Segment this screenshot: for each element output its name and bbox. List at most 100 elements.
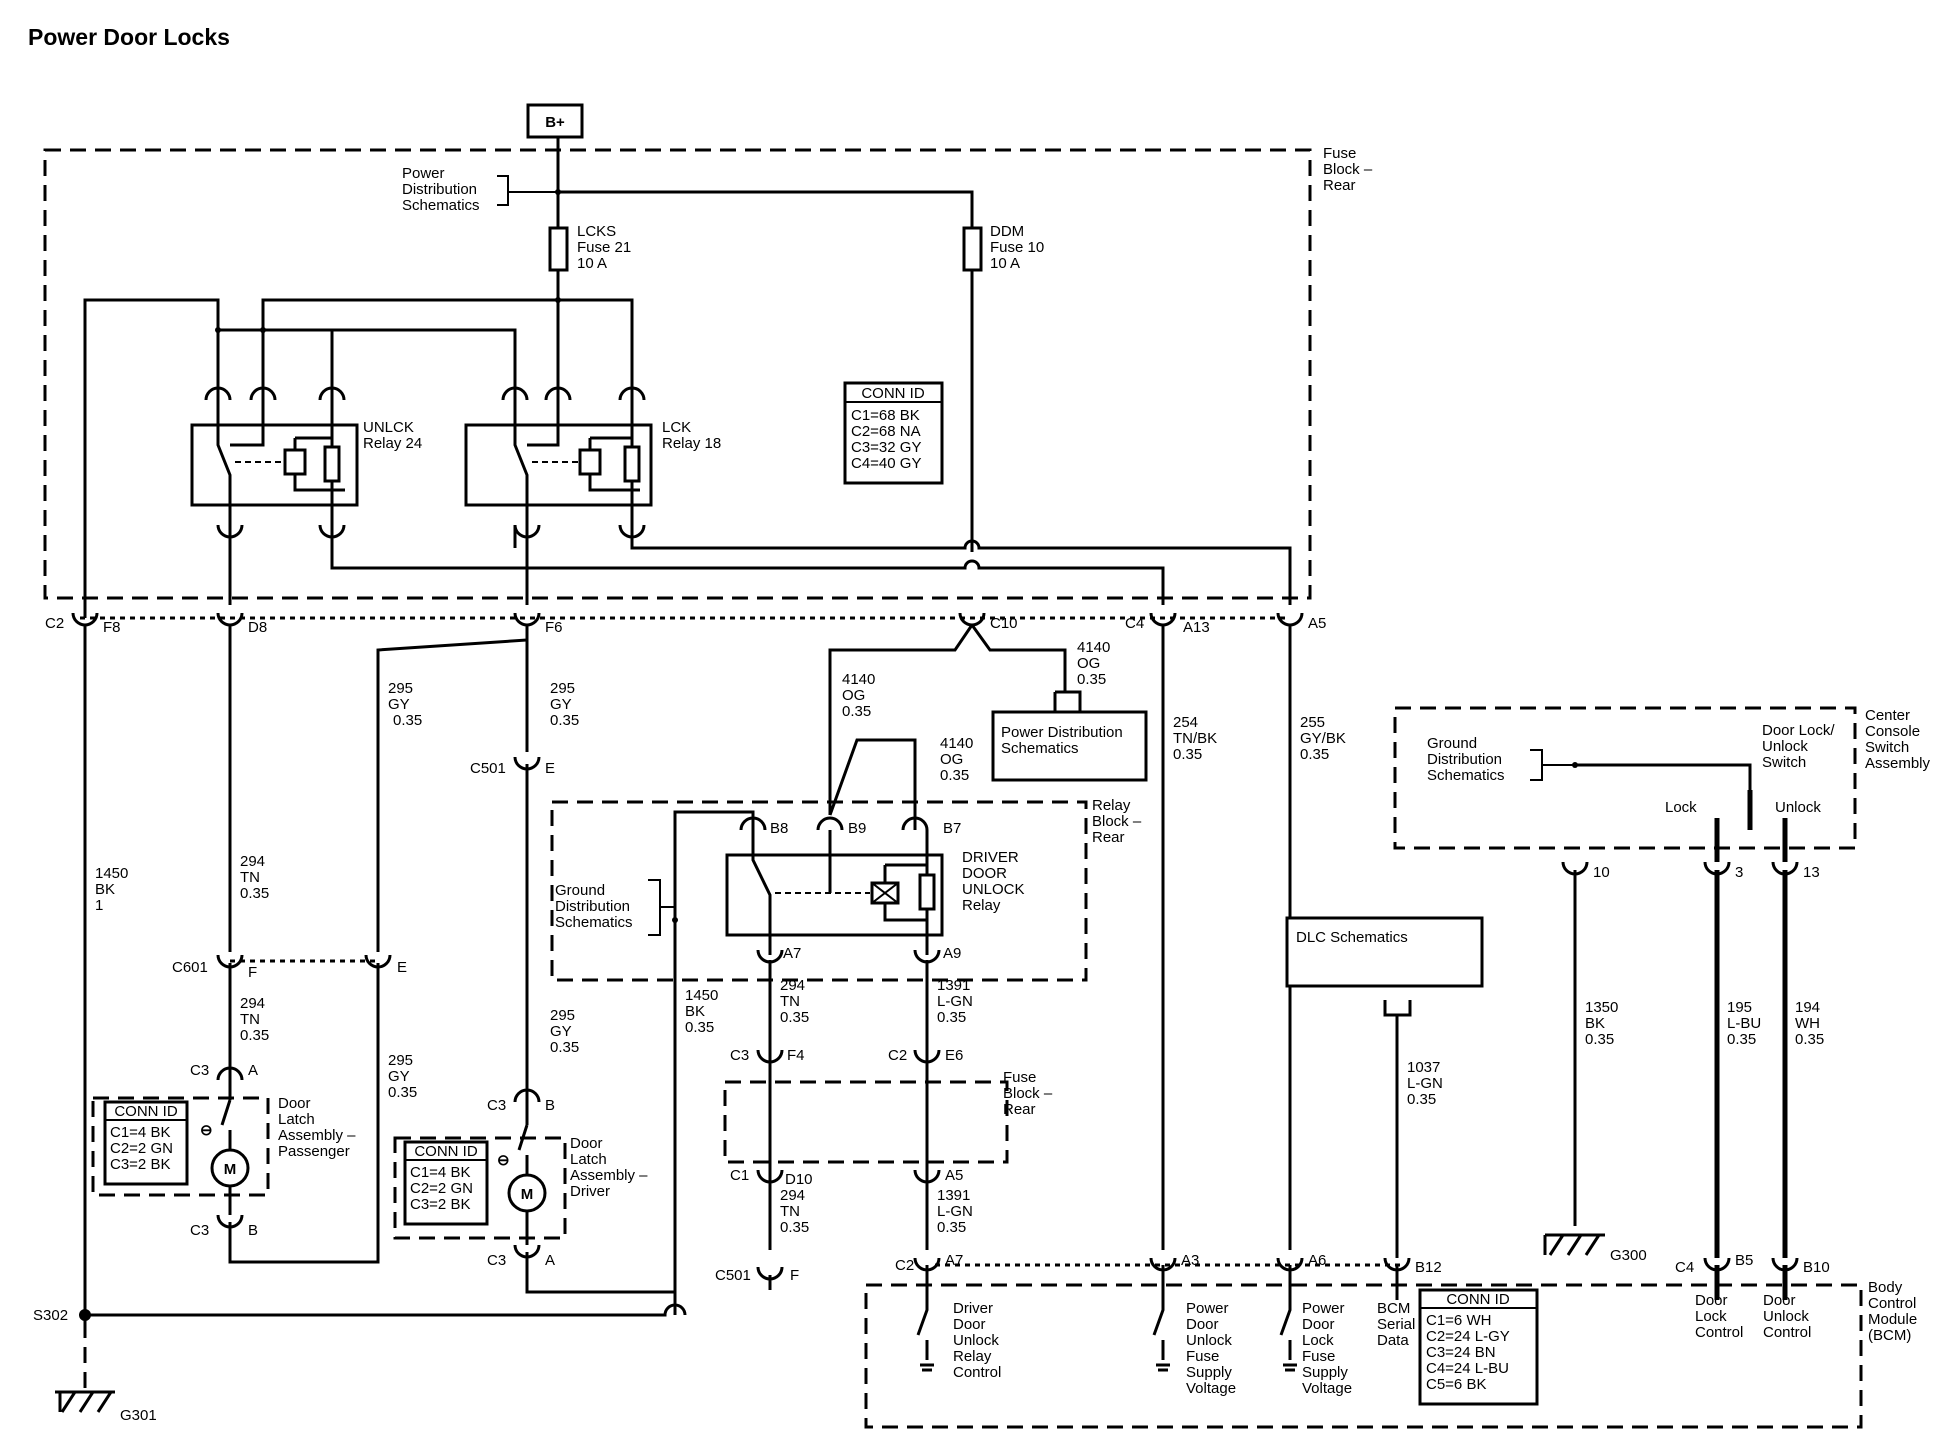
svg-text:B: B (248, 1222, 258, 1239)
svg-text:F6: F6 (545, 619, 563, 636)
ground-dist-right-bracket (1530, 749, 1575, 781)
svg-text:Serial: Serial (1377, 1316, 1415, 1333)
svg-text:0.35: 0.35 (780, 1219, 809, 1236)
power-distribution-box-line1: Power Distribution (1001, 724, 1123, 741)
svg-text:C3: C3 (190, 1222, 209, 1239)
svg-text:Relay 24: Relay 24 (363, 435, 422, 452)
svg-text:A: A (545, 1252, 555, 1269)
svg-text:Block –: Block – (1092, 813, 1142, 830)
svg-text:Unlock: Unlock (1186, 1332, 1232, 1349)
fuse-ddm-symbol (962, 226, 983, 272)
bcm-internal-contacts (916, 1265, 1788, 1372)
label-294-tn-top: 294 TN 0.35 (240, 853, 269, 902)
svg-text:Assembly –: Assembly – (570, 1167, 648, 1184)
svg-text:E6: E6 (945, 1047, 963, 1064)
s302-splice (79, 1309, 91, 1321)
pd-box-connector (1053, 690, 1082, 712)
power-distribution-box (991, 710, 1148, 782)
label-294-tn-c601: 294 TN 0.35 (240, 995, 269, 1044)
label-4140-og-right: 4140 OG 0.35 (1077, 639, 1110, 688)
svg-text:Unlock: Unlock (1763, 1308, 1809, 1325)
svg-text:0.35: 0.35 (1077, 671, 1106, 688)
splice-switch-ground (1572, 762, 1578, 768)
bcm-unlock-control-label: Door Unlock Control (1763, 1292, 1811, 1341)
svg-text:Driver: Driver (953, 1300, 993, 1317)
conn-id-fuse-block: CONN ID C1=68 BK C2=68 NA C3=32 GY C4=40… (843, 381, 944, 485)
svg-text:GY: GY (388, 1068, 410, 1085)
svg-text:DOOR: DOOR (962, 865, 1007, 882)
svg-text:0.35: 0.35 (842, 703, 871, 720)
svg-text:L-BU: L-BU (1727, 1015, 1761, 1032)
svg-text:1391: 1391 (937, 1187, 970, 1204)
svg-text:Data: Data (1377, 1332, 1409, 1349)
bcm-serial-data-label: BCM Serial Data (1377, 1300, 1415, 1349)
svg-text:Passenger: Passenger (278, 1143, 350, 1160)
c501-e-label: E (545, 760, 555, 777)
svg-text:Fuse 21: Fuse 21 (577, 239, 631, 256)
svg-text:Door: Door (1763, 1292, 1796, 1309)
s302-label: S302 (33, 1307, 68, 1324)
svg-text:Door: Door (1695, 1292, 1728, 1309)
label-1391-lgn-a9: 1391 L-GN 0.35 (937, 977, 973, 1026)
unlock-label: Unlock (1775, 799, 1821, 816)
svg-text:A13: A13 (1183, 619, 1210, 636)
label-295-gy-left: 295 GY 0.35 (388, 680, 422, 729)
relay-unlck-label: UNLCK Relay 24 (363, 419, 422, 452)
wire-4140-og-mid (828, 738, 917, 830)
conn-id-bcm: CONN ID C1=6 WH C2=24 L-GY C3=24 BN C4=2… (1418, 1288, 1539, 1406)
fuse-lcks-symbol (548, 226, 569, 272)
svg-text:LCK: LCK (662, 419, 691, 436)
label-194-wh: 194 WH 0.35 (1795, 999, 1824, 1048)
svg-text:B8: B8 (770, 820, 788, 837)
svg-text:Latch: Latch (278, 1111, 315, 1128)
b-plus-label: B+ (545, 114, 565, 131)
fb-connector-row: C2 F8 D8 F6 C10 C4 A13 A5 (45, 612, 1326, 636)
passenger-latch-label: Door Latch Assembly – Passenger (278, 1095, 356, 1160)
label-1391-lgn-a5: 1391 L-GN 0.35 (937, 1187, 973, 1236)
svg-text:A3: A3 (1181, 1252, 1199, 1269)
svg-text:Fuse 10: Fuse 10 (990, 239, 1044, 256)
a13-wire (330, 525, 1165, 605)
svg-text:TN: TN (240, 1011, 260, 1028)
wire-1037-lgn (1383, 1000, 1412, 1258)
svg-text:Voltage: Voltage (1302, 1380, 1352, 1397)
label-1037-lgn: 1037 L-GN 0.35 (1407, 1059, 1443, 1108)
svg-text:OG: OG (842, 687, 865, 704)
svg-text:⊖: ⊖ (497, 1152, 510, 1169)
splice-lcks (555, 297, 561, 303)
svg-text:Power: Power (1302, 1300, 1345, 1317)
svg-text:F8: F8 (103, 619, 121, 636)
svg-text:A7: A7 (783, 945, 801, 962)
svg-text:WH: WH (1795, 1015, 1820, 1032)
svg-text:0.35: 0.35 (937, 1219, 966, 1236)
svg-text:Block –: Block – (1003, 1085, 1053, 1102)
ground-bus-wire (83, 298, 220, 618)
driver-door-unlock-relay (725, 816, 944, 955)
passenger-door-latch: M ⊖ (200, 1066, 250, 1232)
ddm-feed-wire (558, 190, 974, 228)
svg-text:13: 13 (1803, 864, 1820, 881)
label-254-tn-bk: 254 TN/BK 0.35 (1173, 714, 1217, 763)
svg-text:M: M (224, 1161, 237, 1178)
power-distribution-schematics-label: Power Distribution Schematics (402, 165, 480, 214)
svg-text:Relay: Relay (962, 897, 1001, 914)
svg-text:A: A (248, 1062, 258, 1079)
svg-text:BK: BK (95, 881, 115, 898)
svg-text:295: 295 (550, 1007, 575, 1024)
relay-lck (464, 386, 653, 539)
svg-text:C3: C3 (487, 1097, 506, 1114)
svg-text:4140: 4140 (842, 671, 875, 688)
svg-text:UNLOCK: UNLOCK (962, 881, 1025, 898)
svg-text:C3=24 BN: C3=24 BN (1426, 1344, 1496, 1361)
driver-latch-conn-id: CONN ID C1=4 BK C2=2 GN C3=2 BK (403, 1140, 489, 1226)
svg-text:Distribution: Distribution (555, 898, 630, 915)
svg-text:Distribution: Distribution (402, 181, 477, 198)
label-295-gy-mid: 295 GY 0.35 (550, 680, 579, 729)
bcm-lock-control-label: Door Lock Control (1695, 1292, 1743, 1341)
svg-text:0.35: 0.35 (1300, 746, 1329, 763)
svg-text:Unlock: Unlock (1762, 738, 1808, 755)
svg-text:C4=40 GY: C4=40 GY (851, 455, 921, 472)
svg-text:Control: Control (1763, 1324, 1811, 1341)
svg-text:C1=68 BK: C1=68 BK (851, 407, 920, 424)
